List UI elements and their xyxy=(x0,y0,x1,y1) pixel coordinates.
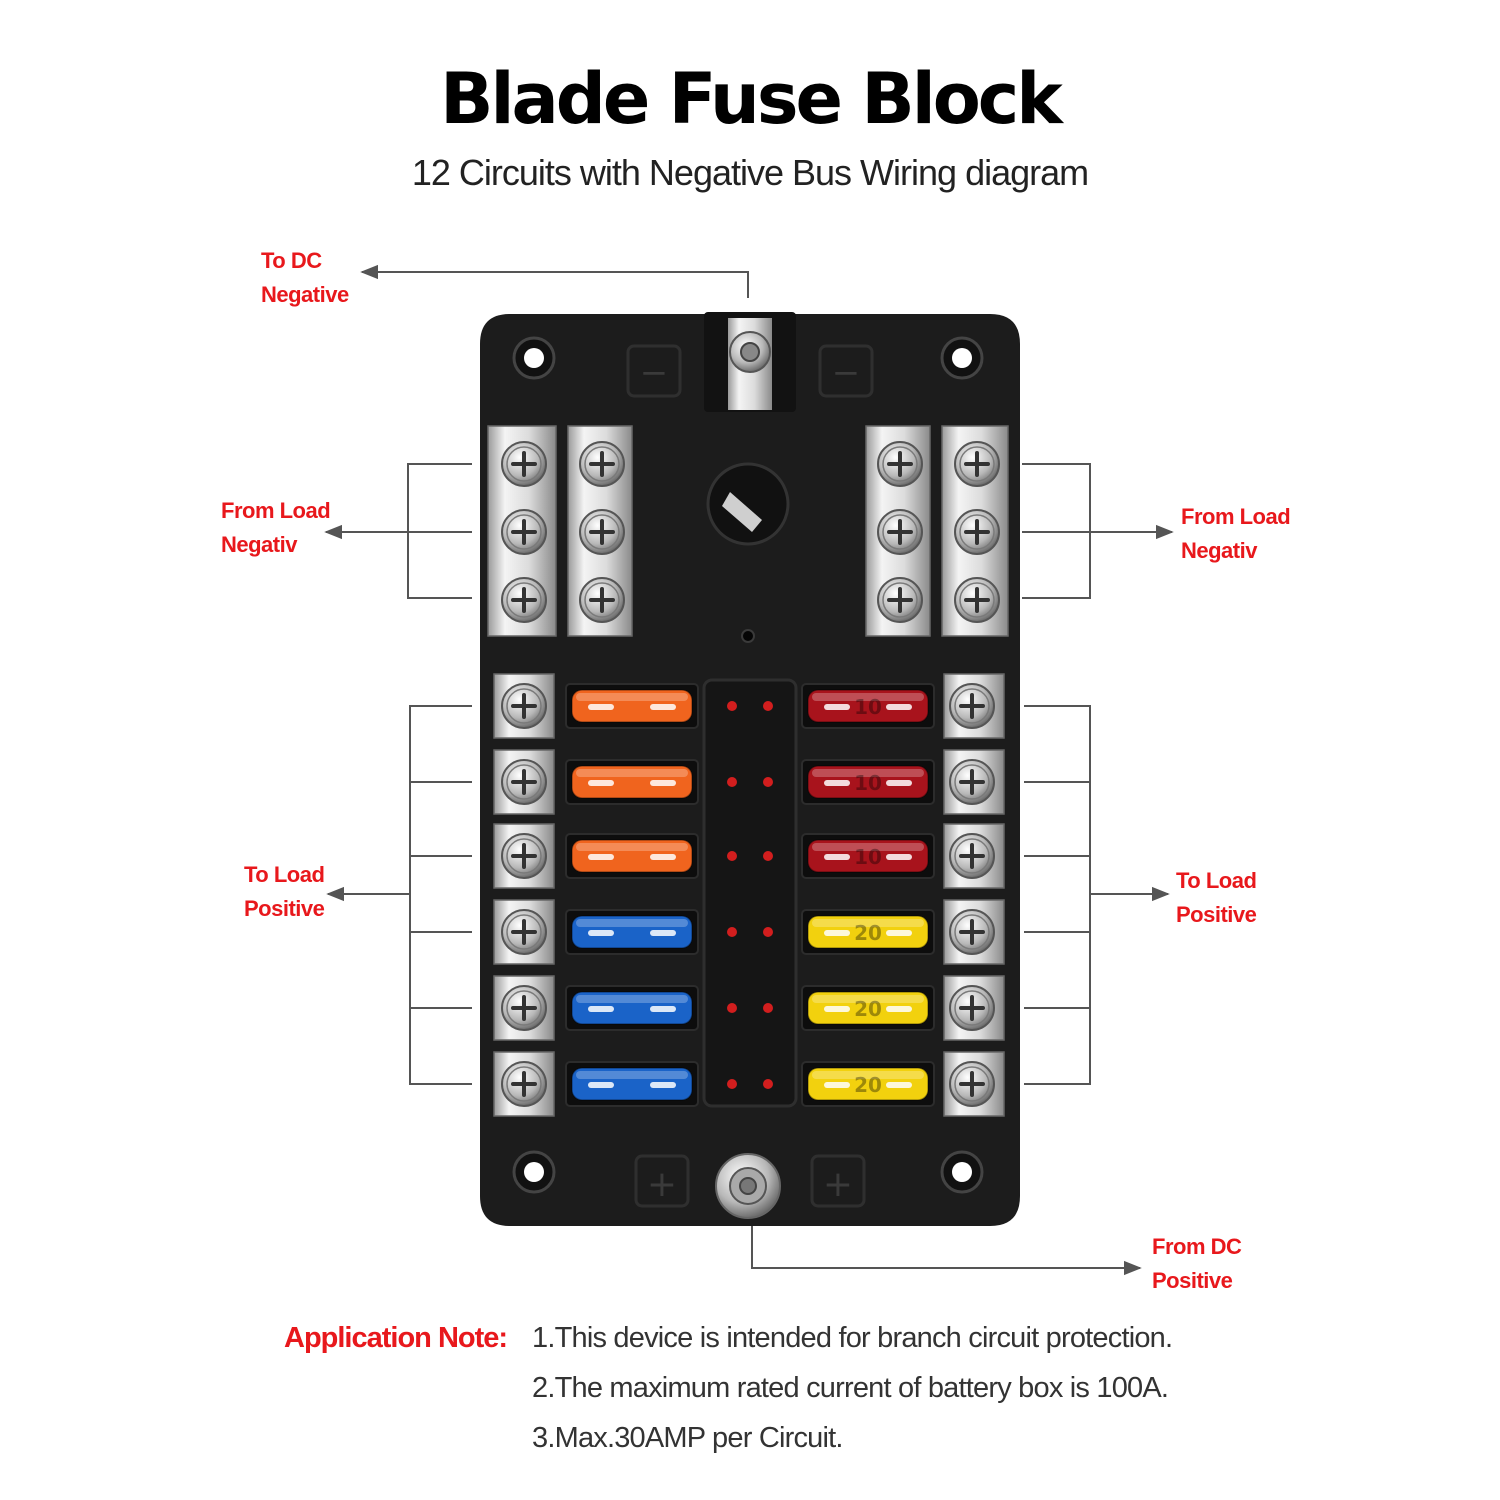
from-dc-positive-line xyxy=(751,1222,1142,1276)
from-load-negative-left-bracket xyxy=(407,463,472,599)
blade-fuse xyxy=(565,985,699,1031)
center-boss xyxy=(706,462,790,546)
led-indicator xyxy=(727,927,737,937)
negative-mark-right: − xyxy=(832,353,861,393)
bus-screw xyxy=(579,509,625,555)
negative-mark-left: − xyxy=(640,353,669,393)
led-indicator xyxy=(763,927,773,937)
bus-screw xyxy=(501,509,547,555)
led-indicator xyxy=(763,701,773,711)
led-indicator xyxy=(727,851,737,861)
fuse-rating: 20 xyxy=(854,997,882,1021)
led-indicator-panel xyxy=(702,678,798,1108)
led-indicator xyxy=(727,777,737,787)
terminal-screw xyxy=(949,1061,995,1107)
application-note-line-1: 1.This device is intended for branch cir… xyxy=(532,1322,1173,1354)
to-dc-negative-line xyxy=(360,264,749,298)
bus-screw xyxy=(501,441,547,487)
led-indicator xyxy=(727,1079,737,1089)
terminal-screw xyxy=(949,683,995,729)
bus-screw xyxy=(954,509,1000,555)
led-indicator xyxy=(727,701,737,711)
to-load-positive-right-bracket xyxy=(1024,705,1091,1085)
terminal-screw xyxy=(949,759,995,805)
led-indicator xyxy=(763,1079,773,1089)
application-note-line-2: 2.The maximum rated current of battery b… xyxy=(532,1372,1169,1404)
mounting-hole xyxy=(940,1150,984,1194)
led-indicator xyxy=(763,851,773,861)
mounting-hole xyxy=(940,336,984,380)
blade-fuse: 10 xyxy=(801,683,935,729)
to-load-positive-left-bracket xyxy=(409,705,472,1085)
bus-screw xyxy=(877,509,923,555)
page-subtitle: 12 Circuits with Negative Bus Wiring dia… xyxy=(411,152,1089,193)
bus-screw xyxy=(877,577,923,623)
blade-fuse: 20 xyxy=(801,985,935,1031)
terminal-screw xyxy=(501,833,547,879)
application-note-line-3: 3.Max.30AMP per Circuit. xyxy=(532,1422,843,1454)
terminal-screw xyxy=(501,909,547,955)
blade-fuse: 20 xyxy=(801,1061,935,1107)
positive-mark-right: + xyxy=(823,1164,853,1205)
page-title: Blade Fuse Block xyxy=(440,58,1063,140)
bus-screw xyxy=(501,577,547,623)
blade-fuse: 20 xyxy=(801,909,935,955)
terminal-screw xyxy=(501,985,547,1031)
fuse-rating: 10 xyxy=(854,695,882,719)
blade-fuse xyxy=(565,759,699,805)
terminal-screw xyxy=(949,985,995,1031)
terminal-screw xyxy=(949,833,995,879)
terminal-screw xyxy=(949,909,995,955)
bus-screw xyxy=(877,441,923,487)
blade-fuse: 10 xyxy=(801,759,935,805)
blade-fuse xyxy=(565,1061,699,1107)
fuse-rating: 10 xyxy=(854,771,882,795)
blade-fuse xyxy=(565,909,699,955)
fuse-rating: 20 xyxy=(854,1073,882,1097)
bus-screw xyxy=(954,577,1000,623)
terminal-screw xyxy=(501,759,547,805)
blade-fuse xyxy=(565,833,699,879)
bus-screw xyxy=(954,441,1000,487)
application-note-heading: Application Note: xyxy=(284,1322,508,1354)
mounting-hole xyxy=(512,336,556,380)
bus-screw xyxy=(579,577,625,623)
fuse-rating: 20 xyxy=(854,921,882,945)
led-indicator xyxy=(727,1003,737,1013)
from-load-negative-right-bracket xyxy=(1022,463,1091,599)
bus-screw xyxy=(579,441,625,487)
fuse-rating: 10 xyxy=(854,845,882,869)
blade-fuse: 10 xyxy=(801,833,935,879)
mounting-hole xyxy=(512,1150,556,1194)
terminal-screw xyxy=(501,1061,547,1107)
terminal-screw xyxy=(501,683,547,729)
positive-mark-left: + xyxy=(647,1164,677,1205)
led-indicator xyxy=(763,1003,773,1013)
led-indicator xyxy=(763,777,773,787)
blade-fuse xyxy=(565,683,699,729)
